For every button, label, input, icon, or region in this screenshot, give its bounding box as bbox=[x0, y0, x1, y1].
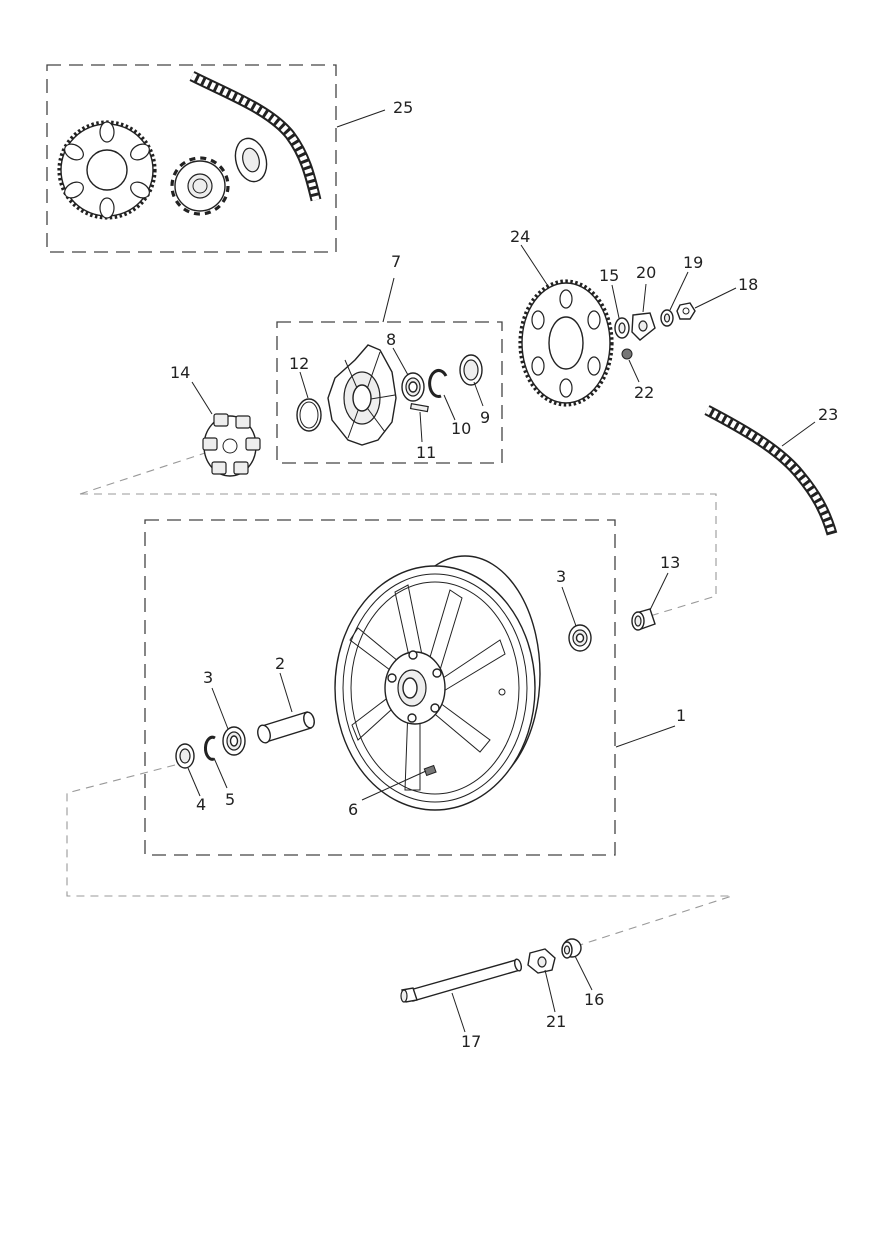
part-19 bbox=[660, 309, 674, 327]
outer-assembly-outline-left bbox=[66, 764, 733, 946]
outer-assembly-outline bbox=[80, 493, 717, 617]
callout-9: 9 bbox=[480, 408, 490, 427]
callout-17: 17 bbox=[461, 1032, 481, 1051]
part-18 bbox=[676, 302, 696, 320]
part-17-axle bbox=[400, 958, 523, 1003]
callout-3-left: 3 bbox=[203, 668, 213, 687]
part-21-adjuster bbox=[527, 948, 556, 974]
part-22 bbox=[621, 348, 633, 360]
callout-22: 22 bbox=[634, 383, 654, 402]
callout-25: 25 bbox=[393, 98, 413, 117]
callout-13: 13 bbox=[660, 553, 680, 572]
part-15 bbox=[614, 317, 630, 339]
callout-24: 24 bbox=[510, 227, 530, 246]
callout-14: 14 bbox=[170, 363, 190, 382]
callout-8: 8 bbox=[386, 330, 396, 349]
part-5-circlip bbox=[203, 735, 216, 761]
callout-12: 12 bbox=[289, 354, 309, 373]
part-8-bearing bbox=[401, 372, 425, 402]
callout-2: 2 bbox=[275, 654, 285, 673]
part-3-bearing-right bbox=[568, 624, 592, 652]
callout-labels: 25 7 12 8 9 10 11 14 24 15 20 19 18 22 2… bbox=[170, 98, 838, 1051]
callout-1: 1 bbox=[676, 706, 686, 725]
kit-rear-sprocket bbox=[57, 120, 157, 220]
callout-10: 10 bbox=[451, 419, 471, 438]
callout-20: 20 bbox=[636, 263, 656, 282]
part-13-spacer bbox=[631, 608, 656, 631]
sprocket-carrier bbox=[327, 344, 397, 446]
callout-3-right: 3 bbox=[556, 567, 566, 586]
callout-23: 23 bbox=[818, 405, 838, 424]
part-4-seal bbox=[175, 743, 195, 769]
part-2-spacer bbox=[257, 711, 315, 744]
part-20 bbox=[631, 312, 656, 341]
kit-chain bbox=[189, 71, 322, 202]
chain-23 bbox=[704, 405, 838, 536]
hub-box-7 bbox=[276, 321, 503, 464]
part-10-circlip bbox=[428, 368, 448, 398]
rear-wheel bbox=[334, 555, 541, 811]
kit-washer bbox=[234, 137, 268, 183]
part-9-seal bbox=[459, 354, 483, 386]
kit-front-sprocket bbox=[170, 156, 230, 216]
callout-6: 6 bbox=[348, 800, 358, 819]
callout-18: 18 bbox=[738, 275, 758, 294]
callout-15: 15 bbox=[599, 266, 619, 285]
rear-sprocket-24 bbox=[518, 279, 614, 407]
callout-11: 11 bbox=[416, 443, 436, 462]
wheel-box-1 bbox=[144, 519, 616, 856]
part-12-ring bbox=[296, 398, 322, 432]
part-11-pin bbox=[409, 402, 429, 413]
callout-16: 16 bbox=[584, 990, 604, 1009]
callout-21: 21 bbox=[546, 1012, 566, 1031]
part-16-spacer bbox=[561, 938, 582, 959]
callout-4: 4 bbox=[196, 795, 206, 814]
leader-lines bbox=[187, 109, 816, 1033]
part-3-bearing-left bbox=[222, 726, 246, 756]
kit-box-25 bbox=[46, 64, 337, 253]
damper-link bbox=[79, 452, 206, 495]
callout-19: 19 bbox=[683, 253, 703, 272]
callout-7: 7 bbox=[391, 252, 401, 271]
part-14-damper bbox=[202, 413, 261, 477]
callout-5: 5 bbox=[225, 790, 235, 809]
